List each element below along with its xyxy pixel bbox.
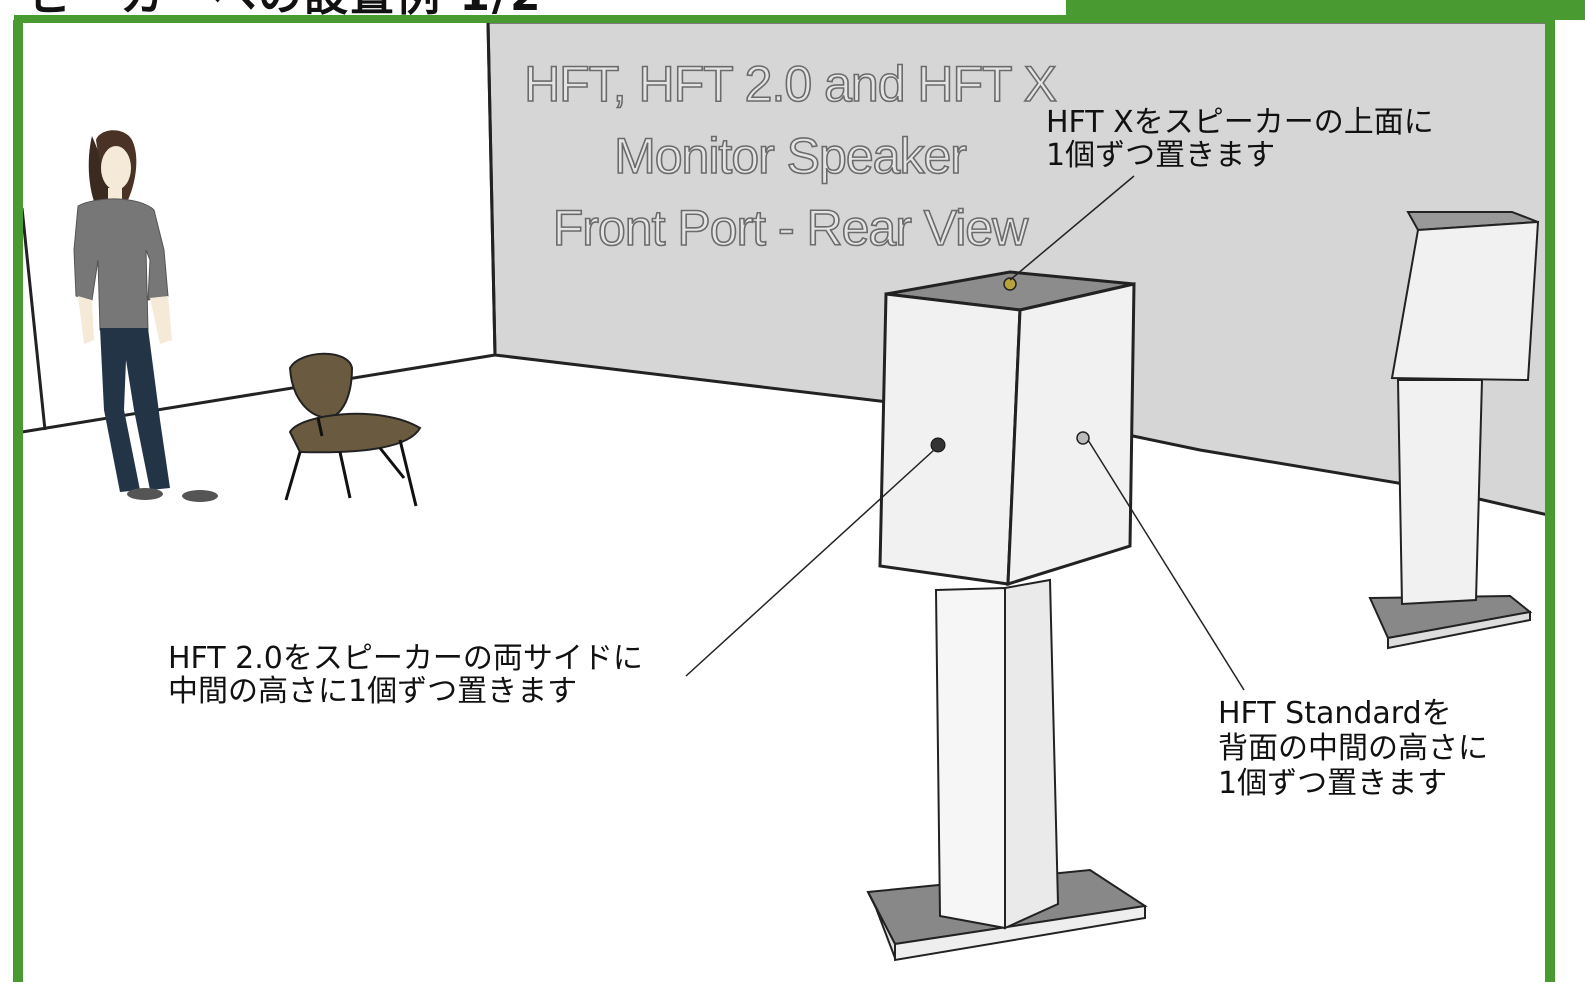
hft-x-dot: [1003, 277, 1017, 291]
leader-line-left: [685, 449, 935, 677]
leader-line-top: [1009, 175, 1135, 281]
callout-hft-x: HFT Xをスピーカーの上面に 1個ずつ置きます: [1046, 105, 1434, 173]
hft-standard-dot: [1076, 431, 1090, 445]
callout-hft-2: HFT 2.0をスピーカーの両サイドに 中間の高さに1個ずつ置きます: [168, 641, 643, 709]
hft-2-dot: [930, 437, 946, 453]
callout-hft-standard: HFT Standardを 背面の中間の高さに 1個ずつ置きます: [1218, 696, 1488, 801]
rear-speaker: [1368, 211, 1540, 650]
leader-line-right: [1087, 439, 1245, 691]
left-wall-edge: [20, 207, 47, 431]
person-figure: [73, 130, 218, 502]
chair: [284, 352, 422, 507]
floor-line-left: [21, 353, 496, 434]
main-speaker: [866, 270, 1148, 962]
page-heading: ピーカーへの設置例 1/2: [28, 0, 543, 18]
wall-corner: [486, 21, 497, 356]
poster-title: HFT, HFT 2.0 and HFT X Monitor Speaker F…: [523, 55, 1057, 257]
